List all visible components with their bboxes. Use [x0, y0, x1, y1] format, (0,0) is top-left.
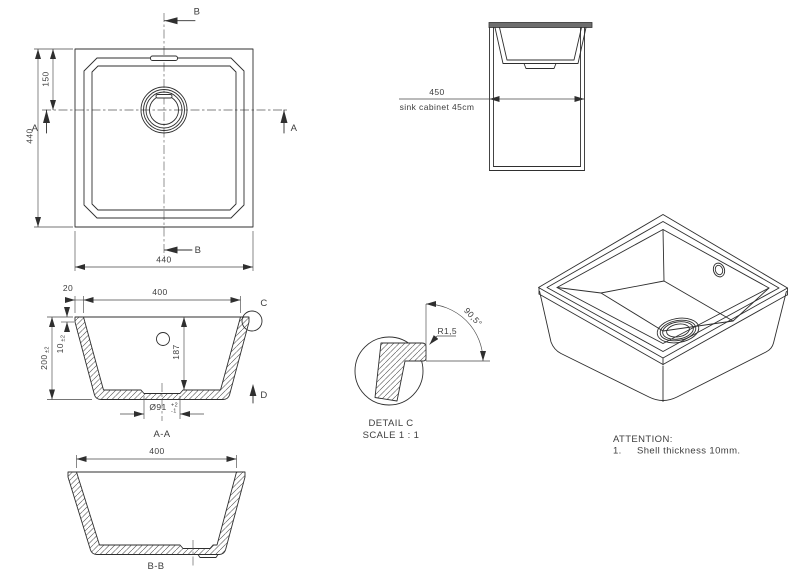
cabinet-view: 450 sink cabinet 45cm: [399, 22, 593, 171]
section-aa: 400 20 200±2 10±2 187: [39, 283, 267, 440]
cabinet-caption: sink cabinet 45cm: [400, 102, 475, 112]
marker-a-right-label: A: [291, 123, 298, 134]
notes-block: ATTENTION: 1. Shell thickness 10mm.: [613, 434, 740, 457]
marker-a-left-label: A: [32, 123, 39, 134]
drain-circles: [140, 86, 188, 134]
iso-overflow-hole: [712, 262, 726, 278]
dim-aa-400-text: 400: [152, 287, 167, 297]
dim-aa-200-value: 200: [39, 355, 49, 370]
section-aa-label: A-A: [153, 429, 170, 440]
dim-440-bottom-text: 440: [156, 255, 171, 265]
detail-boundary: [354, 336, 424, 406]
section-marker-b-bottom: B: [164, 245, 202, 256]
drain-slot: [155, 94, 173, 99]
dim-aa-10-tol: ±2: [61, 335, 67, 342]
dim-aa-drain: Ø91 +2 -1: [120, 396, 204, 419]
overflow-slot: [150, 55, 178, 61]
sink-outer-edge: [74, 48, 254, 228]
detail-angle-text: 90,5°: [462, 306, 484, 329]
dim-drain-offset: 150: [34, 48, 73, 110]
detail-c-scale: SCALE 1 : 1: [363, 430, 420, 441]
detail-radius-dim: R1,5: [429, 326, 458, 345]
detail-radius-text: R1,5: [438, 326, 458, 336]
dim-aa-200: 200 ±2: [39, 316, 92, 400]
sink-rim-edge-bar: [488, 22, 593, 28]
iso-basin-opening: [556, 229, 770, 344]
iso-drain: [656, 317, 700, 344]
marker-b-bottom-label: B: [195, 245, 202, 256]
iso-rim-mid: [546, 221, 780, 352]
dim-width-440: 440: [74, 231, 254, 271]
dim-bb-400: 400: [76, 446, 237, 468]
dim-aa-10-value: 10: [55, 343, 65, 353]
dim-height-440: 440: [25, 49, 73, 228]
detail-piece-section: [374, 342, 427, 402]
section-bb-label: B-B: [147, 561, 164, 572]
notes-item-text: Shell thickness 10mm.: [637, 446, 740, 457]
dim-440-left-text: 440: [25, 128, 35, 143]
drain-bump-bb: [197, 554, 219, 558]
drain-bump: [523, 63, 557, 69]
dim-150-text: 150: [41, 71, 51, 86]
detail-c-view: 90,5° R1,5 DETAIL C SCALE 1 : 1: [354, 301, 490, 441]
detail-c-balloon: C: [241, 298, 267, 332]
basin-top-edge: [91, 65, 237, 211]
sink-rim-inner-edge: [83, 57, 245, 219]
dim-aa-drain-tol-plus: +2: [171, 403, 178, 409]
dim-aa-20: 20: [63, 283, 75, 303]
marker-b-top-label: B: [194, 7, 201, 18]
detail-c-title: DETAIL C: [369, 418, 414, 429]
section-marker-b-top: B: [164, 7, 201, 25]
dim-450-text: 450: [429, 87, 444, 97]
section-aa-shell: [74, 316, 250, 400]
detail-c-marker-label: C: [260, 298, 267, 309]
dim-bb-400-text: 400: [149, 446, 164, 456]
dim-aa-187-text: 187: [171, 344, 181, 359]
dim-aa-drain-text: Ø91: [149, 402, 166, 412]
dim-aa-200-text: 200±2: [39, 346, 51, 370]
dim-aa-400: 400: [74, 287, 241, 313]
dim-cabinet-450: 450 sink cabinet 45cm: [399, 87, 585, 112]
basin-inner-profile: [499, 27, 582, 61]
dim-aa-20-text: 20: [63, 283, 73, 293]
top-view: B B A A 150 440: [25, 7, 298, 271]
overflow-hole-section: [156, 332, 170, 346]
notes-title: ATTENTION:: [613, 434, 673, 445]
section-bb: 400 B-B: [67, 446, 246, 572]
section-marker-a-left: A: [32, 109, 50, 134]
marker-d-label: D: [260, 390, 267, 401]
dim-aa-10: 10±2: [55, 307, 74, 354]
notes-item-number: 1.: [613, 446, 622, 457]
dim-aa-200-tol: ±2: [45, 346, 51, 353]
isometric-view: [538, 214, 788, 402]
direction-marker-d: D: [249, 384, 267, 404]
detail-angle-dim: 90,5°: [425, 301, 490, 362]
section-marker-a-right: A: [280, 109, 298, 134]
dim-aa-10-text: 10±2: [55, 335, 67, 354]
dim-aa-187: 187: [171, 317, 187, 390]
iso-rim-slab-edges: [538, 287, 788, 402]
dim-aa-drain-tol-minus: -1: [171, 409, 177, 415]
section-bb-shell: [67, 471, 246, 555]
basin-outer-profile: [494, 27, 587, 64]
